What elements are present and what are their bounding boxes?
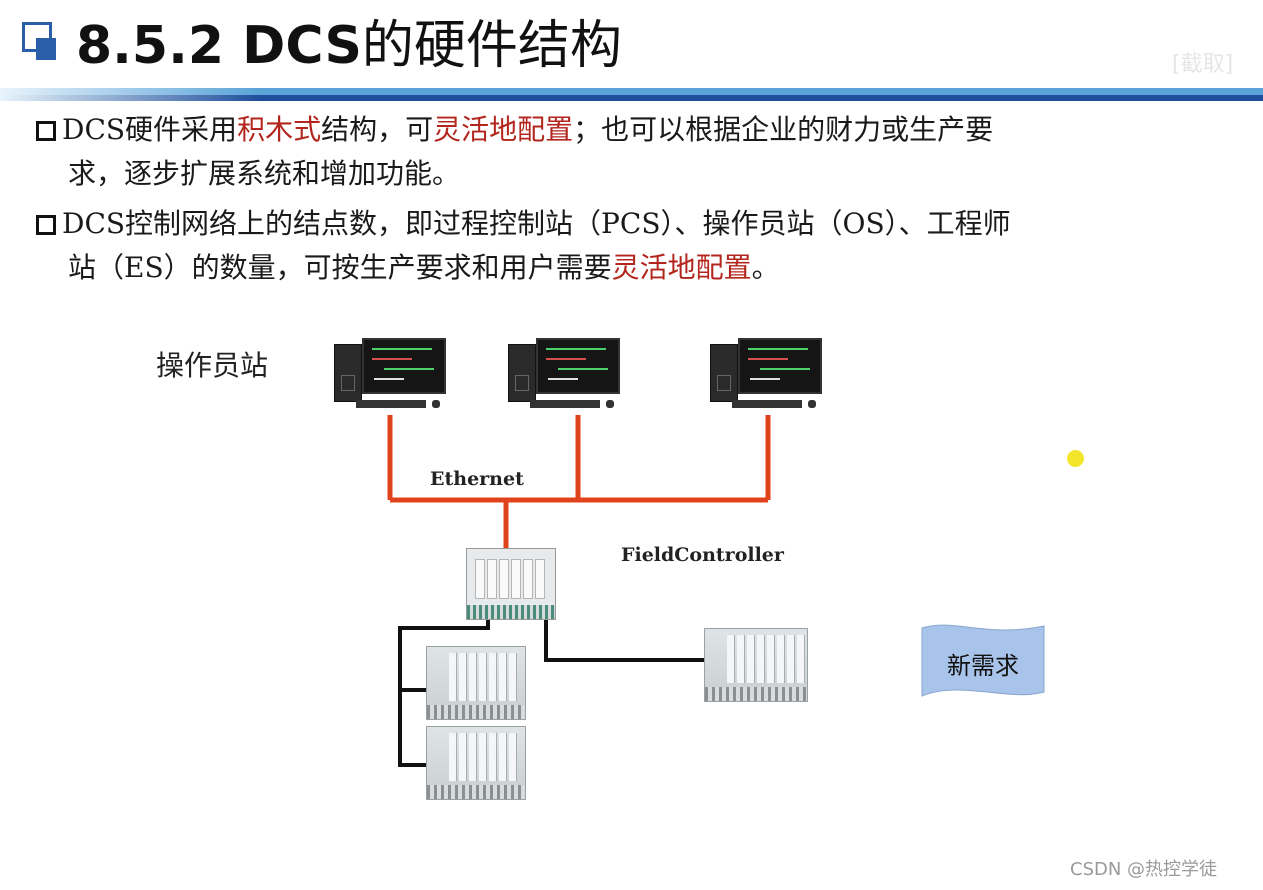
highlight-modular: 积木式 — [237, 113, 322, 146]
header-band-fade — [0, 88, 260, 101]
header-band-dark — [0, 95, 1263, 101]
page-title: 8.5.2 DCS的硬件结构 — [76, 8, 622, 84]
title-number: 8.5.2 DCS — [76, 16, 362, 76]
paragraph-1: DCS硬件采用积木式结构，可灵活地配置；也可以根据企业的财力或生产要 求，逐步扩… — [36, 108, 993, 196]
checkbox-bullet-icon — [36, 215, 56, 235]
checkbox-bullet-icon — [36, 121, 56, 141]
field-controller-device — [466, 548, 556, 620]
top-watermark: [截取] — [1172, 52, 1234, 77]
highlight-flexible: 灵活地配置 — [433, 113, 574, 146]
title-square-icon — [22, 22, 62, 64]
ethernet-label: Ethernet — [430, 468, 524, 490]
field-controller-label: FieldController — [621, 544, 784, 566]
new-requirement-box: 新需求 — [920, 626, 1046, 698]
ethernet-lines — [387, 415, 771, 550]
operator-station-pc-2 — [508, 338, 628, 418]
operator-station-pc-3 — [710, 338, 830, 418]
io-bus-lines — [398, 620, 706, 767]
highlight-flexible-2: 灵活地配置 — [611, 251, 752, 284]
io-rack-2 — [426, 726, 526, 800]
io-rack-1 — [426, 646, 526, 720]
paragraph-2: DCS控制网络上的结点数，即过程控制站（PCS）、操作员站（OS）、工程师 站（… — [36, 202, 1011, 290]
operator-station-pc-1 — [334, 338, 454, 418]
pointer-dot — [1067, 450, 1084, 467]
new-requirement-shape — [921, 624, 1045, 697]
csdn-credit: CSDN @热控学徒 — [1070, 859, 1218, 880]
title-text: 的硬件结构 — [361, 16, 622, 76]
operator-station-label: 操作员站 — [156, 349, 269, 382]
io-rack-3 — [704, 628, 808, 702]
header-band-light — [0, 88, 1263, 95]
new-requirement-label: 新需求 — [947, 652, 1019, 680]
